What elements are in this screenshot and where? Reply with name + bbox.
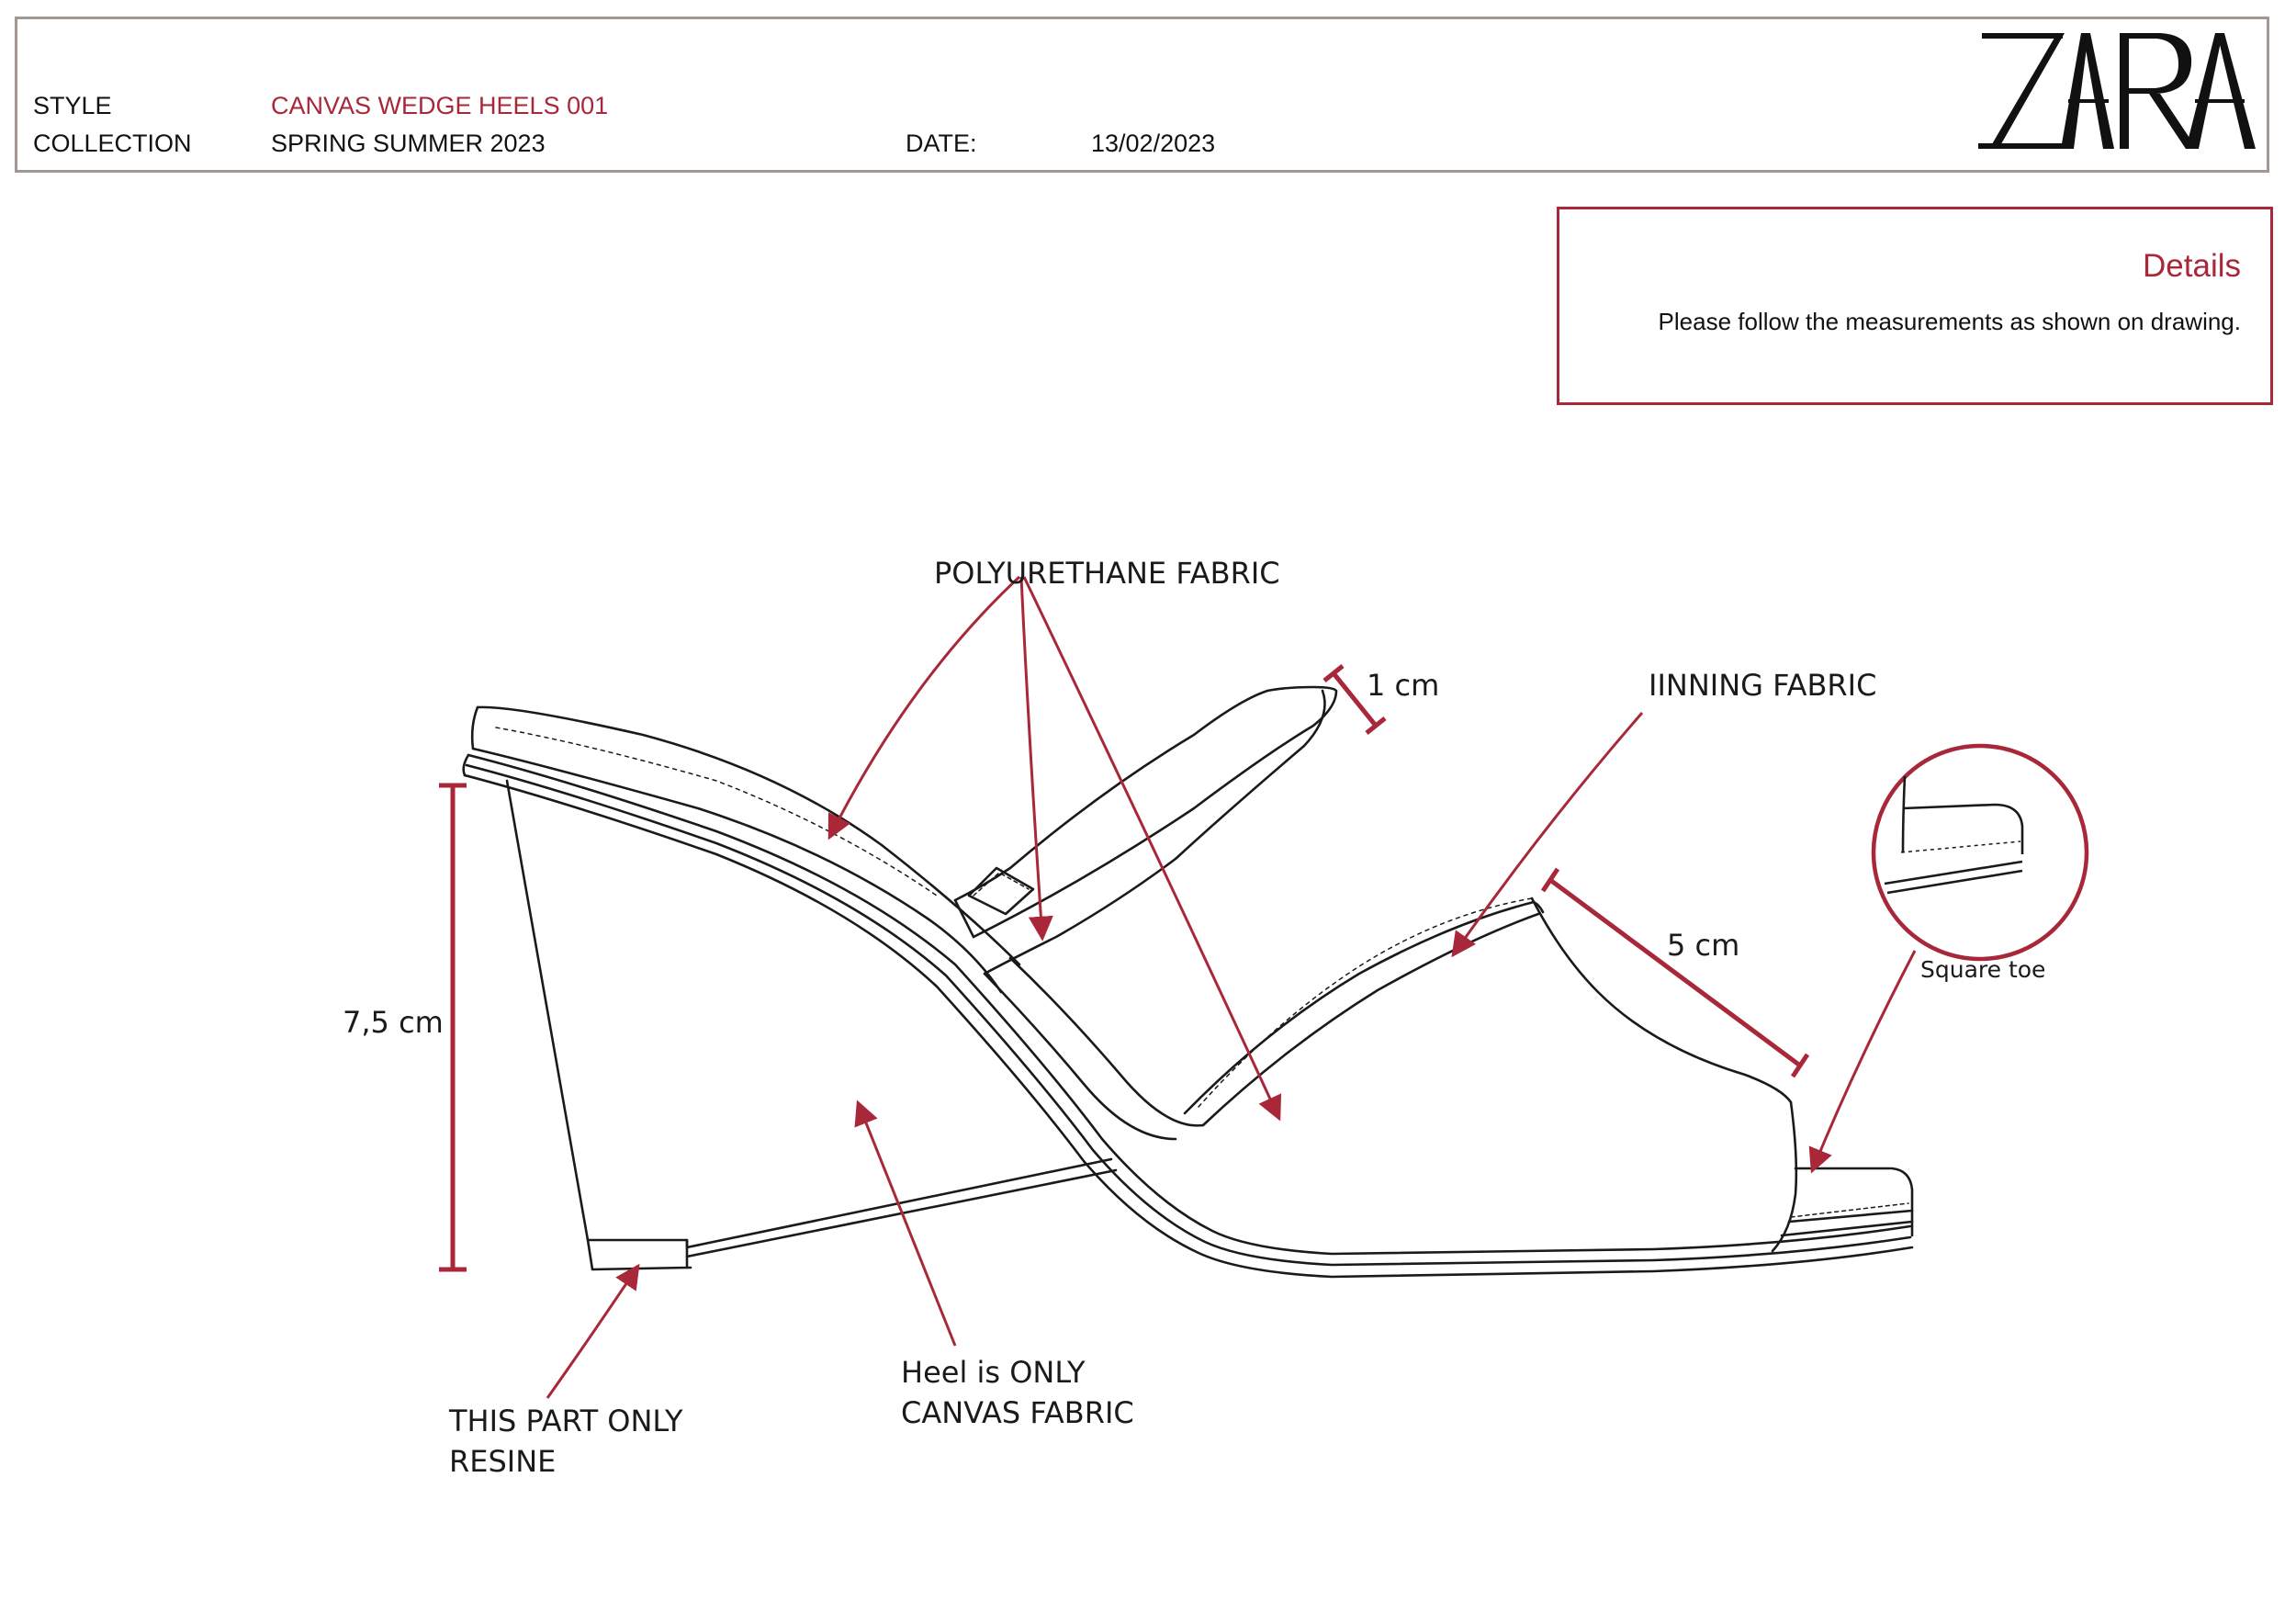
details-text: Please follow the measurements as shown … xyxy=(1658,308,2241,335)
header-box xyxy=(15,17,2269,173)
details-title: Details xyxy=(2143,248,2241,284)
zara-logo xyxy=(1978,33,2256,149)
callout-heel-height: 7,5 cm xyxy=(343,1005,444,1040)
callout-resine: THIS PART ONLY RESINE xyxy=(449,1401,683,1482)
callout-resine-line2: RESINE xyxy=(449,1444,557,1479)
callout-resine-line1: THIS PART ONLY xyxy=(449,1404,683,1438)
callout-square-toe: Square toe xyxy=(1920,956,2046,983)
date-value: 13/02/2023 xyxy=(1091,130,1216,157)
annotation-lines xyxy=(546,575,1917,1399)
callout-lining: IINNING FABRIC xyxy=(1649,668,1877,703)
style-value: CANVAS WEDGE HEELS 001 xyxy=(271,92,609,119)
details-box: Details Please follow the measurements a… xyxy=(1557,207,2273,405)
style-label: STYLE xyxy=(33,92,112,119)
callout-canvas: Heel is ONLY CANVAS FABRIC xyxy=(901,1352,1134,1433)
date-label: DATE: xyxy=(906,130,977,157)
callout-polyurethane: POLYURETHANE FABRIC xyxy=(934,556,1280,591)
collection-label: COLLECTION xyxy=(33,130,192,157)
collection-value: SPRING SUMMER 2023 xyxy=(271,130,546,157)
square-toe-detail xyxy=(1871,743,2089,962)
callout-canvas-line1: Heel is ONLY xyxy=(901,1355,1086,1390)
callout-strap-width: 1 cm xyxy=(1367,668,1440,703)
callout-canvas-line2: CANVAS FABRIC xyxy=(901,1395,1134,1430)
callout-toe-width: 5 cm xyxy=(1667,928,1740,963)
shoe-outline xyxy=(462,685,1914,1279)
dimension-lines xyxy=(439,664,1810,1272)
